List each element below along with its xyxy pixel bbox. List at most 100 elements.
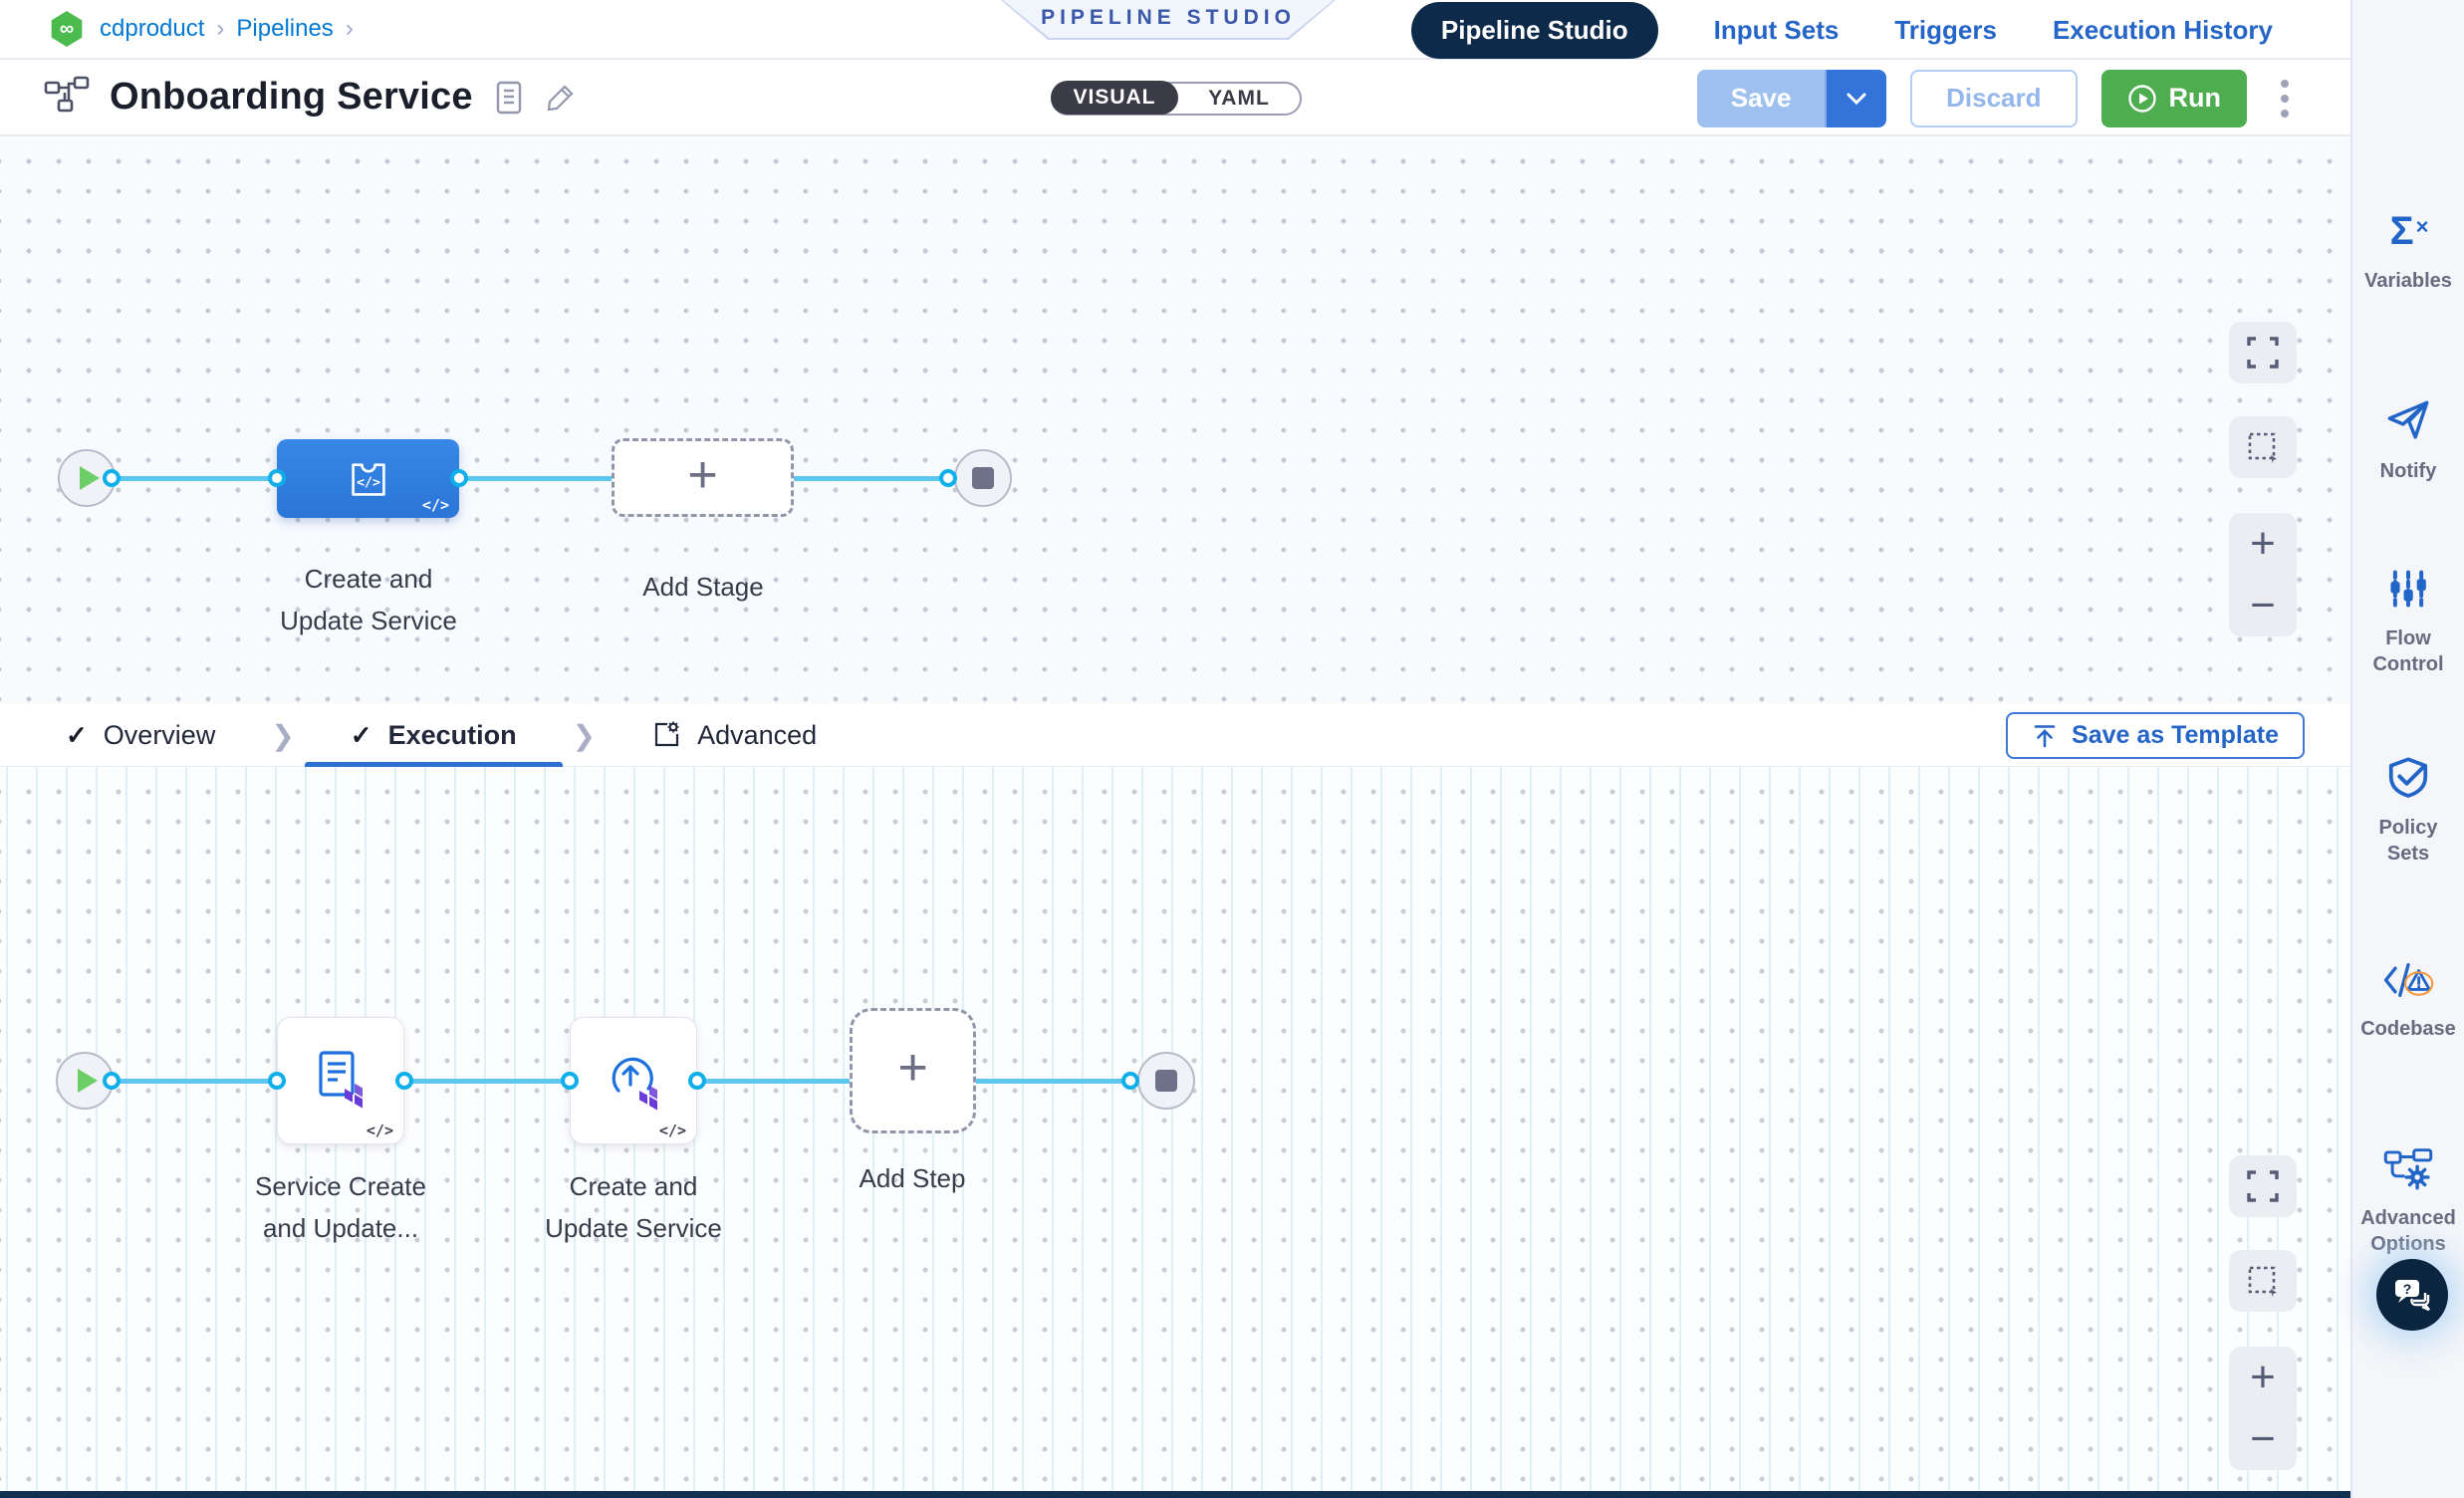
stage-edge-line — [86, 476, 983, 481]
advanced-gear-icon — [654, 721, 679, 747]
tab-pipeline-studio[interactable]: Pipeline Studio — [1410, 1, 1658, 59]
canvas-zoom-controls: + − — [2229, 513, 2297, 636]
edge-connector-dot — [395, 1072, 413, 1090]
add-step-label: Add Step — [859, 1163, 966, 1193]
tab-execution-history[interactable]: Execution History — [2052, 14, 2273, 45]
plus-icon: + — [897, 1039, 928, 1097]
add-stage-label: Add Stage — [642, 572, 764, 602]
svg-text:</>: </> — [357, 475, 380, 490]
add-stage-button[interactable]: + — [612, 438, 794, 517]
canvas-select-button[interactable] — [2229, 1250, 2297, 1312]
right-sidebar: Σ× Variables Notify Flow Control — [2350, 0, 2464, 1498]
tab-advanced[interactable]: Advanced — [606, 704, 862, 767]
edge-connector-dot — [939, 469, 957, 487]
zoom-in-button[interactable]: + — [2250, 1353, 2276, 1401]
zoom-out-button[interactable]: − — [2250, 1414, 2276, 1463]
step-node-service-create-update[interactable]: </> — [277, 1017, 404, 1144]
breadcrumb-separator-icon: › — [216, 15, 225, 42]
top-nav: Pipeline Studio Input Sets Triggers Exec… — [1410, 0, 2273, 60]
breadcrumb-separator-icon: › — [345, 15, 354, 42]
svg-text:?: ? — [2403, 1281, 2412, 1297]
stop-icon — [1155, 1070, 1177, 1092]
code-badge: </> — [421, 496, 449, 514]
tab-input-sets[interactable]: Input Sets — [1713, 14, 1840, 45]
sidebar-item-variables[interactable]: Σ× Variables — [2364, 209, 2452, 292]
execution-canvas[interactable]: </> </> + — [0, 767, 2350, 1498]
banner-label: PIPELINE STUDIO — [1041, 6, 1296, 29]
policy-shield-icon — [2388, 757, 2428, 798]
step1-label: Service Create and Update... — [255, 1171, 426, 1243]
pipeline-studio-banner: PIPELINE STUDIO — [1001, 0, 1336, 40]
tab-overview[interactable]: ✓ Overview — [66, 719, 216, 750]
code-badge: </> — [658, 1122, 686, 1139]
play-icon — [78, 1069, 98, 1093]
zoom-in-button[interactable]: + — [2250, 519, 2276, 568]
edge-connector-dot — [268, 1072, 286, 1090]
codebase-warning-icon — [2383, 962, 2434, 998]
flow-control-sliders-icon — [2390, 570, 2426, 612]
stage-node-label: Create and Update Service — [280, 564, 457, 635]
edge-connector-dot — [103, 469, 121, 487]
tab-triggers[interactable]: Triggers — [1894, 14, 1997, 45]
edge-connector-dot — [688, 1072, 706, 1090]
save-split-button: Save — [1697, 69, 1887, 127]
edge-connector-dot — [1121, 1072, 1139, 1090]
variables-icon: Σ× — [2389, 209, 2429, 253]
breadcrumb-project-link[interactable]: cdproduct — [100, 15, 205, 42]
toolbar-actions: Save Discard Run — [1697, 60, 2299, 136]
edit-pencil-icon[interactable] — [545, 82, 577, 114]
main-column: ∞ cdproduct › Pipelines › PIPELINE STUDI… — [0, 0, 2350, 1498]
canvas-select-button[interactable] — [2229, 416, 2297, 478]
title-toolbar: Onboarding Service VISUAL YAML Sav — [0, 60, 2350, 136]
save-as-template-button[interactable]: Save as Template — [2006, 712, 2305, 759]
edge-connector-dot — [268, 469, 286, 487]
page-title: Onboarding Service — [110, 76, 473, 118]
notify-plane-icon — [2387, 400, 2429, 439]
sidebar-item-codebase[interactable]: Codebase — [2352, 958, 2464, 1042]
description-doc-icon[interactable] — [495, 81, 523, 115]
tab-execution[interactable]: ✓ Execution — [304, 704, 563, 767]
add-step-button[interactable]: + — [850, 1008, 976, 1133]
sidebar-item-advanced-options[interactable]: Advanced Options — [2352, 1147, 2464, 1257]
step-node-create-update-service[interactable]: </> — [570, 1017, 697, 1144]
help-chat-button[interactable]: ? — [2376, 1259, 2448, 1331]
top-header: ∞ cdproduct › Pipelines › PIPELINE STUDI… — [0, 0, 2350, 60]
check-icon: ✓ — [66, 719, 88, 750]
play-icon — [80, 466, 100, 490]
more-options-menu[interactable] — [2271, 74, 2299, 124]
sidebar-item-notify[interactable]: Notify — [2352, 398, 2464, 484]
toggle-visual[interactable]: VISUAL — [1051, 81, 1178, 115]
execution-end-node — [1137, 1052, 1195, 1110]
save-button[interactable]: Save — [1697, 69, 1826, 127]
edge-connector-dot — [561, 1072, 579, 1090]
stage-tabs-bar: ✓ Overview ❯ ✓ Execution ❯ Advanced — [0, 704, 2350, 767]
run-button[interactable]: Run — [2100, 69, 2247, 127]
canvas-zoom-controls: + − — [2229, 1347, 2297, 1470]
sidebar-item-policy-sets[interactable]: Policy Sets — [2352, 755, 2464, 867]
bottom-scrollbar[interactable] — [0, 1491, 2350, 1498]
check-icon: ✓ — [350, 719, 372, 750]
zoom-out-button[interactable]: − — [2250, 581, 2276, 629]
pipeline-graph-icon — [44, 76, 90, 119]
terraform-apply-step-icon — [319, 1051, 363, 1109]
save-dropdown-button[interactable] — [1825, 69, 1887, 127]
sidebar-item-flow-control[interactable]: Flow Control — [2352, 570, 2464, 677]
stop-icon — [972, 467, 994, 489]
breadcrumb-pipelines-link[interactable]: Pipelines — [236, 15, 334, 42]
chevron-right-icon: ❯ — [271, 719, 295, 751]
stage-node-create-update-service[interactable]: </> </> — [277, 439, 459, 518]
edge-connector-dot — [103, 1072, 121, 1090]
discard-button[interactable]: Discard — [1910, 69, 2078, 127]
harness-logo-icon[interactable]: ∞ — [51, 11, 83, 47]
toggle-yaml[interactable]: YAML — [1208, 87, 1270, 110]
chevron-right-icon: ❯ — [572, 719, 597, 751]
breadcrumb: cdproduct › Pipelines › — [100, 15, 354, 43]
pipeline-end-node — [954, 449, 1012, 507]
plus-icon: + — [687, 445, 718, 504]
canvas-fit-button[interactable] — [2229, 1155, 2297, 1217]
step2-label: Create and Update Service — [545, 1171, 722, 1243]
stage-canvas[interactable]: </> </> + Create and Update Service Add … — [0, 136, 2350, 704]
edge-connector-dot — [450, 469, 468, 487]
canvas-fit-button[interactable] — [2229, 322, 2297, 383]
